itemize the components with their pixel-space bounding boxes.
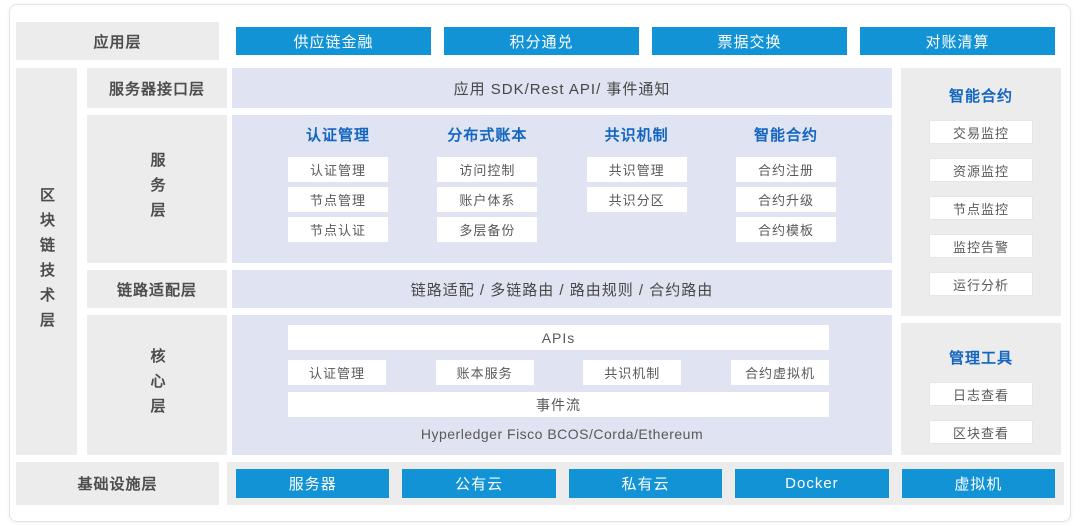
service-item[interactable]: 访问控制 [437,157,538,182]
service-item[interactable]: 合约注册 [735,157,836,182]
service-column-consensus: 共识机制 共识管理 共识分区 [586,127,687,263]
service-item[interactable]: 多层备份 [437,217,538,242]
monitor-item[interactable]: 节点监控 [929,196,1033,220]
infra-button-docker[interactable]: Docker [735,469,889,498]
interface-layer-label: 服务器接口层 [87,68,227,108]
service-layer-panel: 认证管理 认证管理 节点管理 节点认证 分布式账本 访问控制 账户体系 多层备份… [232,115,892,263]
monitor-item[interactable]: 交易监控 [929,120,1033,144]
link-adaptation-bar: 链路适配 / 多链路由 / 路由规则 / 合约路由 [232,270,892,308]
service-layer-label: 服务层 [148,151,166,227]
application-layer-row: 应用层 供应链金融 积分通兑 票据交换 对账清算 [16,22,1064,60]
core-layer-label: 核心层 [148,347,166,423]
core-layer-inner: APIs 认证管理 账本服务 共识机制 合约虚拟机 事件流 [288,325,829,417]
core-module[interactable]: 共识机制 [583,360,682,385]
service-item[interactable]: 合约模板 [735,217,836,242]
service-column-auth: 认证管理 认证管理 节点管理 节点认证 [288,127,388,263]
app-button-reconciliation[interactable]: 对账清算 [860,27,1055,55]
service-item[interactable]: 共识管理 [586,157,687,182]
tool-item[interactable]: 区块查看 [929,420,1033,444]
infrastructure-layer-label: 基础设施层 [16,462,219,505]
service-item[interactable]: 共识分区 [586,187,687,212]
monitor-item[interactable]: 资源监控 [929,158,1033,182]
service-column-contract-header: 智能合约 [753,127,818,144]
service-layer-label-box: 服务层 [87,115,227,263]
smart-contract-panel-header: 智能合约 [948,88,1013,105]
core-layer-panel: APIs 认证管理 账本服务 共识机制 合约虚拟机 事件流 Hyperledge… [232,315,892,455]
app-button-points-exchange[interactable]: 积分通兑 [444,27,639,55]
service-column-ledger-header: 分布式账本 [447,127,528,144]
sublayer-labels-column: 服务器接口层 服务层 链路适配层 核心层 [87,68,227,455]
service-column-auth-header: 认证管理 [305,127,370,144]
app-button-supply-chain-finance[interactable]: 供应链金融 [236,27,431,55]
core-module[interactable]: 合约虚拟机 [730,360,829,385]
core-layer-label-box: 核心层 [87,315,227,455]
tool-item[interactable]: 日志查看 [929,382,1033,406]
blockchain-layer-label-column: 区块链技术层 [16,68,77,455]
core-module[interactable]: 账本服务 [435,360,534,385]
application-layer-label: 应用层 [16,22,219,60]
service-item[interactable]: 账户体系 [437,187,538,212]
service-column-consensus-header: 共识机制 [604,127,669,144]
monitor-item[interactable]: 监控告警 [929,234,1033,258]
infra-button-private-cloud[interactable]: 私有云 [568,469,723,498]
blockchain-technology-section: 区块链技术层 服务器接口层 服务层 链路适配层 核心层 应用 SDK/Rest … [16,68,1064,455]
service-item[interactable]: 认证管理 [288,157,388,182]
management-tools-panel: 管理工具 日志查看 区块查看 [901,323,1061,455]
apis-bar: APIs [288,325,829,350]
infrastructure-buttons-strip: 服务器 公有云 私有云 Docker 虚拟机 [227,462,1064,505]
main-content-column: 应用 SDK/Rest API/ 事件通知 认证管理 认证管理 节点管理 节点认… [232,68,892,455]
service-item[interactable]: 合约升级 [735,187,836,212]
service-column-contract: 智能合约 合约注册 合约升级 合约模板 [735,127,836,263]
service-column-ledger: 分布式账本 访问控制 账户体系 多层备份 [437,127,538,263]
architecture-diagram: 应用层 供应链金融 积分通兑 票据交换 对账清算 区块链技术层 服务器接口层 服… [9,4,1071,522]
infrastructure-layer-row: 基础设施层 服务器 公有云 私有云 Docker 虚拟机 [16,462,1064,505]
infra-button-public-cloud[interactable]: 公有云 [402,469,556,498]
sdk-api-bar: 应用 SDK/Rest API/ 事件通知 [232,68,892,108]
event-stream-bar: 事件流 [288,392,829,417]
blockchain-layer-label: 区块链技术层 [38,186,55,337]
infra-button-vm[interactable]: 虚拟机 [901,469,1056,498]
smart-contract-panel: 智能合约 交易监控 资源监控 节点监控 监控告警 运行分析 [901,68,1061,316]
link-layer-label: 链路适配层 [87,270,227,308]
management-tools-panel-header: 管理工具 [948,350,1013,367]
infra-button-server[interactable]: 服务器 [236,469,390,498]
platforms-text: Hyperledger Fisco BCOS/Corda/Ethereum [420,426,704,442]
monitor-item[interactable]: 运行分析 [929,272,1033,296]
service-item[interactable]: 节点认证 [288,217,388,242]
service-item[interactable]: 节点管理 [288,187,388,212]
application-buttons: 供应链金融 积分通兑 票据交换 对账清算 [227,22,1064,60]
core-modules-row: 认证管理 账本服务 共识机制 合约虚拟机 [288,360,829,385]
app-button-bill-exchange[interactable]: 票据交换 [652,27,847,55]
core-module[interactable]: 认证管理 [288,360,386,385]
right-panels-column: 智能合约 交易监控 资源监控 节点监控 监控告警 运行分析 管理工具 日志查看 … [901,68,1061,455]
